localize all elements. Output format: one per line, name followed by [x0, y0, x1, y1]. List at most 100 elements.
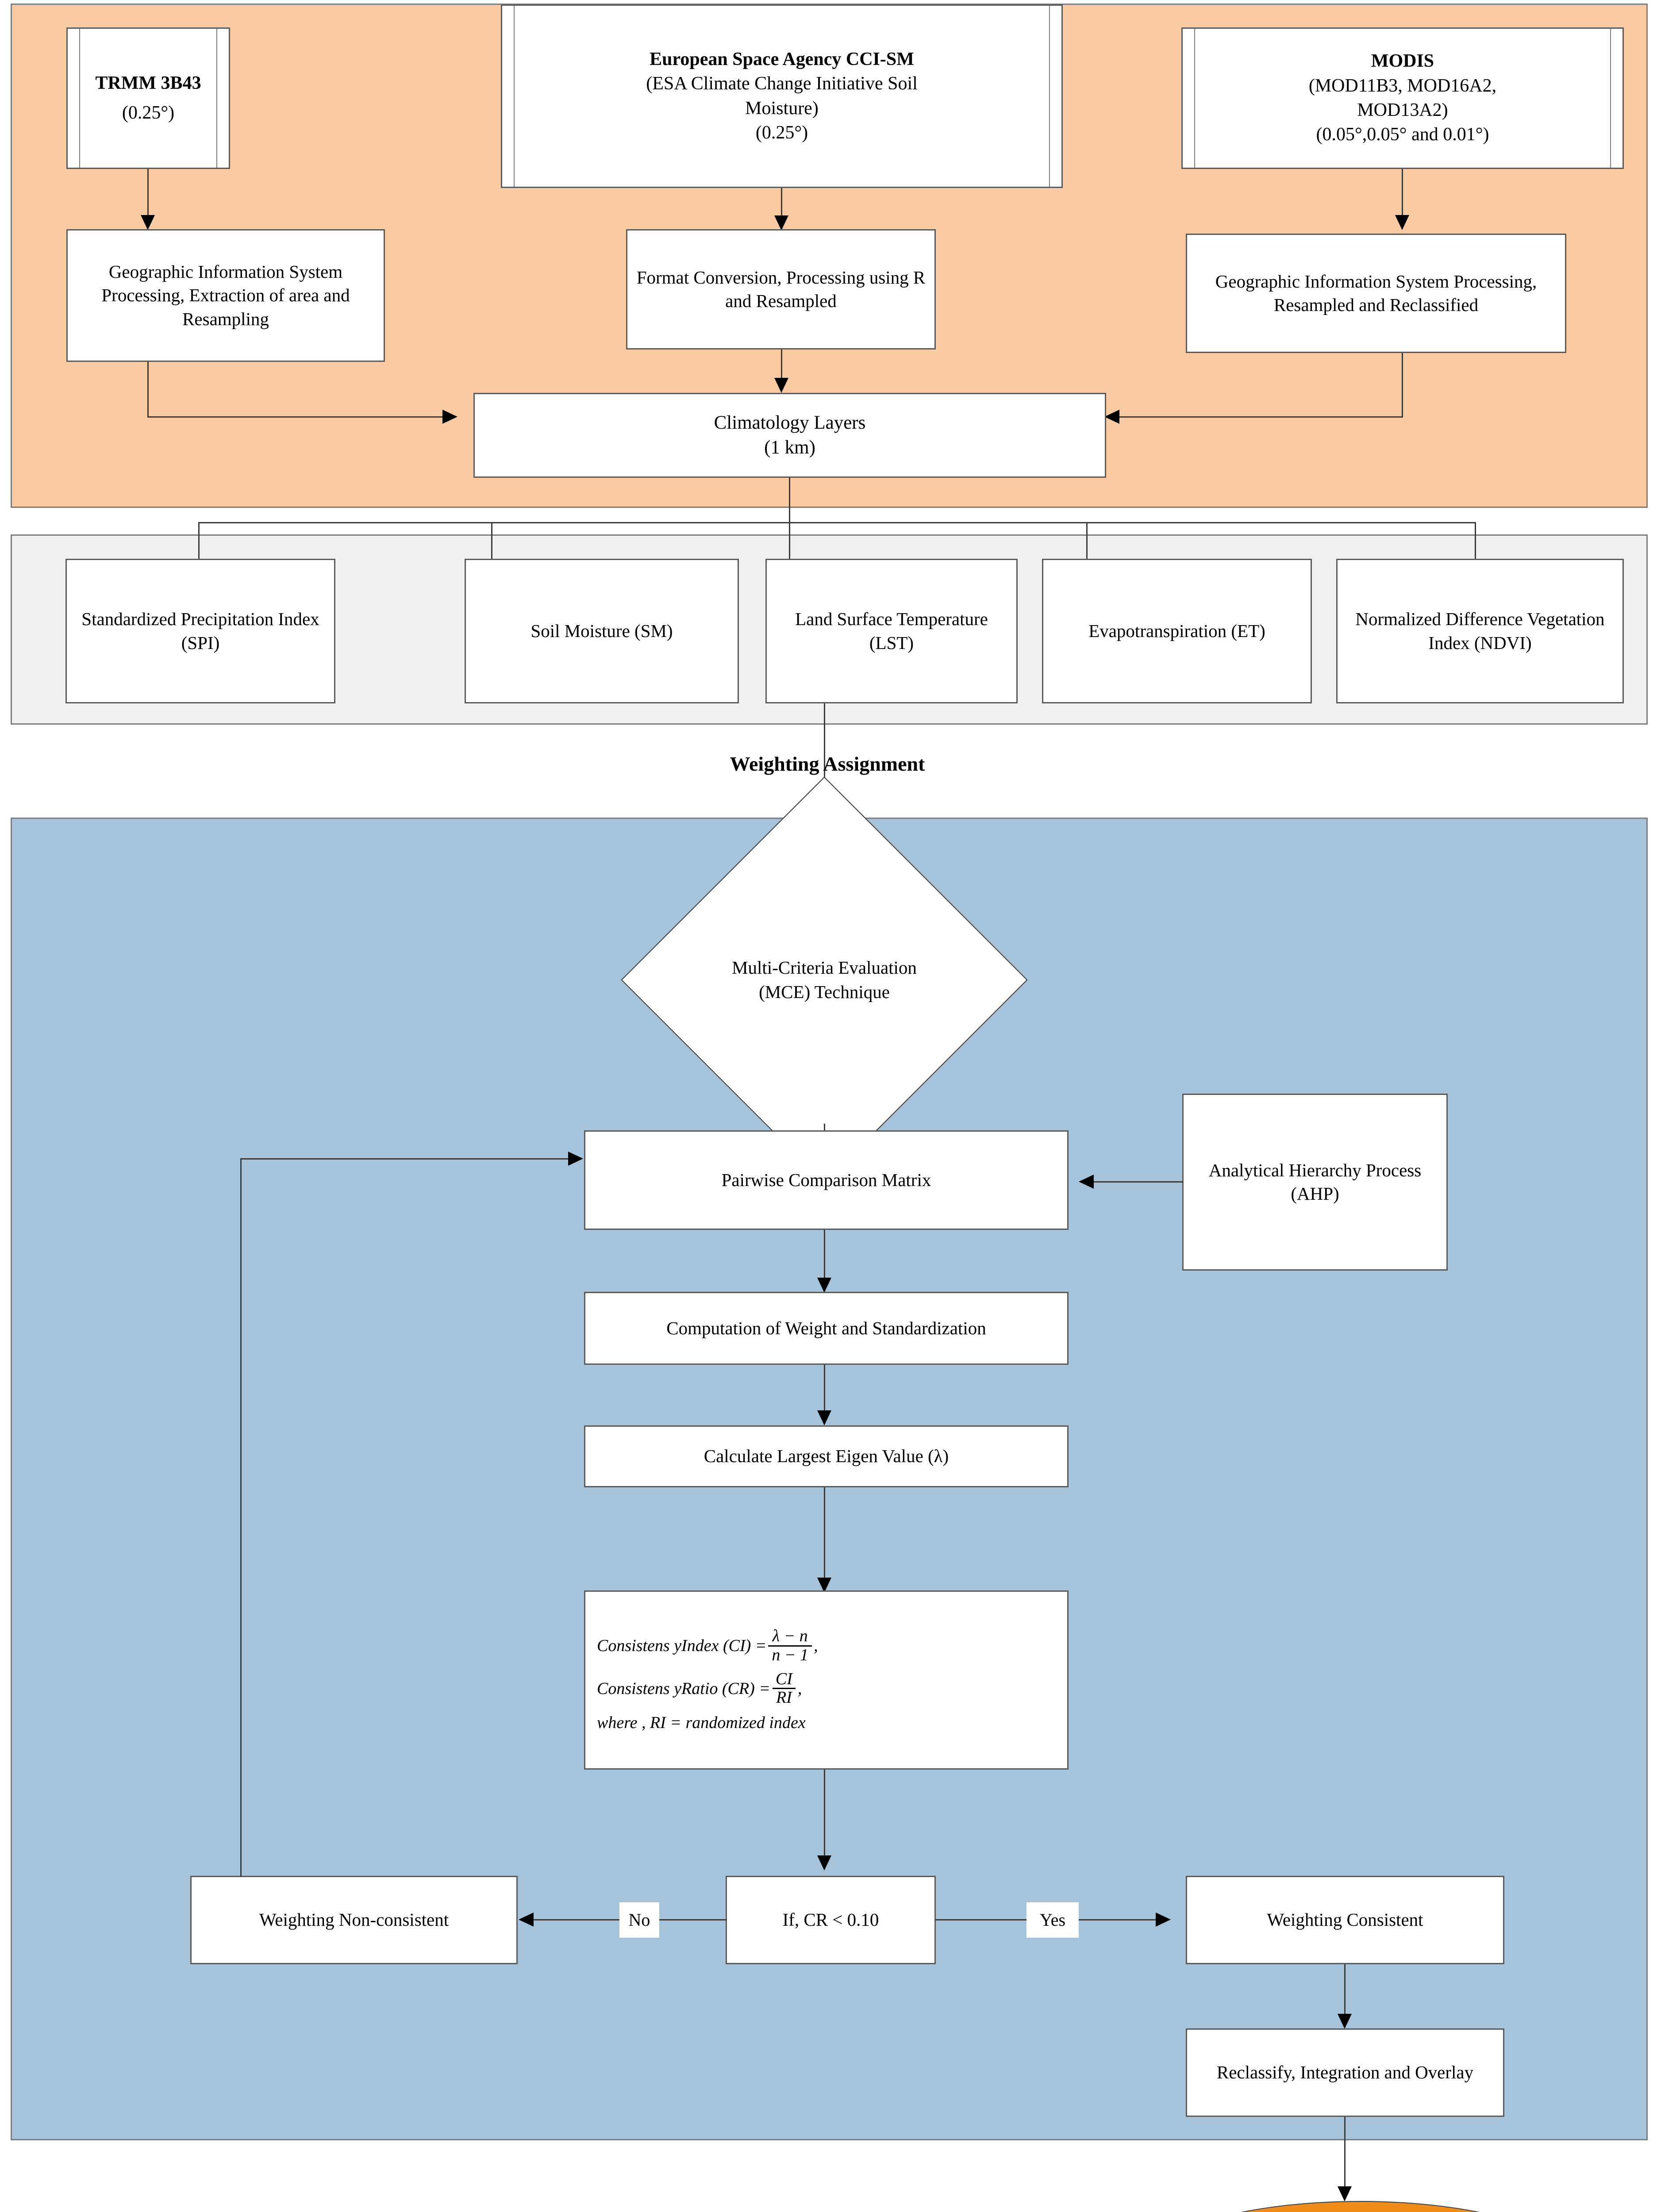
processing-box-left[interactable]: Geographic Information System Processing…: [66, 229, 385, 362]
source-box-modis[interactable]: MODIS (MOD11B3, MOD16A2, MOD13A2) (0.05°…: [1181, 27, 1624, 169]
decision-label: If, CR < 0.10: [782, 1909, 879, 1930]
drought-hazard-inventory-ellipse[interactable]: Drought Hazard Inventory: [1146, 2201, 1575, 2212]
processing-box-right[interactable]: Geographic Information System Processing…: [1186, 234, 1566, 353]
feedback-loop-horizontal: [240, 1158, 569, 1160]
connector-right-elbow-h: [1119, 416, 1403, 418]
fanout-drop-sm: [491, 522, 492, 565]
ci-fraction: λ − n n − 1: [768, 1626, 812, 1664]
connector-ahp-to-pairwise: [1094, 1181, 1183, 1183]
climatology-layers-box[interactable]: Climatology Layers (1 km): [473, 393, 1106, 478]
index-box-spi[interactable]: Standardized Precipitation Index (SPI): [65, 559, 335, 703]
mce-label: Multi-Criteria Evaluation (MCE) Techniqu…: [732, 957, 917, 1002]
source-sub-trmm: (0.25°): [122, 103, 175, 123]
connector-trmm-down: [147, 169, 149, 218]
processing-box-middle[interactable]: Format Conversion, Processing using R an…: [626, 229, 936, 349]
index-box-ndvi[interactable]: Normalized Difference Vegetation Index (…: [1336, 559, 1624, 703]
index-box-sm[interactable]: Soil Moisture (SM): [465, 559, 739, 703]
fanout-drop-ndvi: [1475, 522, 1476, 565]
source-title-modis: MODIS: [1371, 51, 1434, 72]
eigen-label: Calculate Largest Eigen Value (λ): [704, 1446, 949, 1467]
arrow-into-computation: [817, 1278, 831, 1293]
index-label-lst: Land Surface Temperature (LST): [795, 609, 988, 653]
weighting-non-consistent-box[interactable]: Weighting Non-consistent: [190, 1876, 518, 1964]
feedback-loop-vertical: [240, 1158, 242, 1877]
eigen-box[interactable]: Calculate Largest Eigen Value (λ): [584, 1425, 1069, 1487]
connector-pairwise-to-computation: [824, 1230, 825, 1281]
index-box-lst[interactable]: Land Surface Temperature (LST): [765, 559, 1018, 703]
index-label-ndvi: Normalized Difference Vegetation Index (…: [1355, 609, 1605, 653]
formula-row-cr: Consistens yRatio (CR) = CI RI ,: [597, 1669, 1056, 1707]
source-box-esa[interactable]: European Space Agency CCI-SM (ESA Climat…: [501, 4, 1063, 188]
arrow-into-reclassify: [1338, 2014, 1352, 2029]
source-sub2-modis: MOD13A2): [1357, 100, 1448, 120]
index-label-et: Evapotranspiration (ET): [1088, 620, 1265, 641]
cr-numerator: CI: [775, 1669, 792, 1688]
arrow-modis-down: [1395, 215, 1409, 230]
source-sub3-modis: (0.05°,0.05° and 0.01°): [1316, 124, 1489, 145]
cr-fraction: CI RI: [772, 1669, 796, 1707]
index-box-et[interactable]: Evapotranspiration (ET): [1042, 559, 1312, 703]
arrow-left-into-climatology: [442, 410, 458, 424]
edge-label-yes-text: Yes: [1039, 1910, 1066, 1930]
rail-left: [1194, 29, 1195, 168]
index-label-sm: Soil Moisture (SM): [531, 620, 673, 641]
edge-label-yes: Yes: [1026, 1902, 1079, 1938]
connector-consistent-to-reclassify: [1344, 1964, 1346, 2017]
fanout-drop-et: [1086, 522, 1088, 565]
arrow-ahp-into-pairwise: [1079, 1175, 1094, 1189]
computation-box[interactable]: Computation of Weight and Standardizatio…: [584, 1292, 1069, 1365]
connector-computation-to-eigen: [824, 1365, 825, 1413]
consistency-formula-box[interactable]: Consistens yIndex (CI) = λ − n n − 1 , C…: [584, 1590, 1069, 1770]
connector-right-elbow-v: [1402, 353, 1403, 418]
ahp-label: Analytical Hierarchy Process (AHP): [1208, 1160, 1422, 1204]
source-sub3-esa: (0.25°): [755, 122, 808, 143]
ahp-box[interactable]: Analytical Hierarchy Process (AHP): [1182, 1094, 1448, 1271]
computation-label: Computation of Weight and Standardizatio…: [666, 1317, 986, 1338]
mce-diamond[interactable]: Multi-Criteria Evaluation (MCE) Techniqu…: [621, 776, 1028, 1183]
fanout-drop-spi: [198, 522, 200, 565]
connector-modis-down: [1402, 169, 1403, 218]
connector-left-elbow-v: [147, 362, 149, 418]
source-sub1-esa: (ESA Climate Change Initiative Soil: [646, 73, 918, 94]
climatology-line1: Climatology Layers: [714, 412, 866, 434]
formula-row-where: where , RI = randomized index: [597, 1713, 1056, 1732]
connector-left-elbow-h: [147, 416, 444, 418]
edge-label-no-text: No: [628, 1910, 650, 1930]
reclassify-box[interactable]: Reclassify, Integration and Overlay: [1186, 2028, 1504, 2117]
climatology-line2: (1 km): [764, 437, 815, 458]
connector-formula-to-decision: [824, 1770, 825, 1858]
ci-denominator: n − 1: [768, 1645, 812, 1664]
rail-right: [1049, 6, 1050, 187]
source-sub2-esa: Moisture): [745, 98, 819, 119]
weighting-assignment-label: Weighting Assignment: [588, 752, 1066, 776]
source-box-trmm[interactable]: TRMM 3B43 (0.25°): [66, 27, 230, 169]
arrow-into-consistent: [1156, 1912, 1171, 1927]
arrow-into-output: [1338, 2186, 1352, 2201]
cr-tail: ,: [797, 1679, 802, 1698]
edge-label-no: No: [619, 1902, 659, 1938]
arrow-right-into-climatology: [1104, 410, 1119, 424]
source-sub1-modis: (MOD11B3, MOD16A2,: [1308, 75, 1497, 96]
pairwise-label: Pairwise Comparison Matrix: [721, 1169, 931, 1190]
cr-label: Consistens yRatio (CR) =: [597, 1679, 770, 1698]
arrow-esa-down: [774, 215, 788, 230]
formula-row-ci: Consistens yIndex (CI) = λ − n n − 1 ,: [597, 1626, 1056, 1664]
arrow-into-formula: [817, 1578, 831, 1593]
consistent-label: Weighting Consistent: [1267, 1909, 1423, 1930]
ci-label: Consistens yIndex (CI) =: [597, 1636, 767, 1655]
arrow-into-decision: [817, 1855, 831, 1870]
pairwise-box[interactable]: Pairwise Comparison Matrix: [584, 1130, 1069, 1230]
ci-numerator: λ − n: [772, 1626, 808, 1645]
source-title-esa: European Space Agency CCI-SM: [650, 49, 914, 69]
connector-middle-down: [781, 349, 782, 380]
arrow-feedback-into-pairwise: [568, 1152, 583, 1166]
processing-left-text: Geographic Information System Processing…: [101, 261, 350, 329]
arrow-into-eigen: [817, 1410, 831, 1425]
fanout-drop-lst: [789, 522, 790, 565]
decision-box[interactable]: If, CR < 0.10: [726, 1876, 936, 1964]
connector-esa-down: [781, 188, 782, 218]
source-title-trmm: TRMM 3B43: [95, 73, 201, 93]
weighting-consistent-box[interactable]: Weighting Consistent: [1186, 1876, 1504, 1964]
cr-denominator: RI: [772, 1688, 796, 1707]
fanout-stem: [789, 478, 790, 523]
